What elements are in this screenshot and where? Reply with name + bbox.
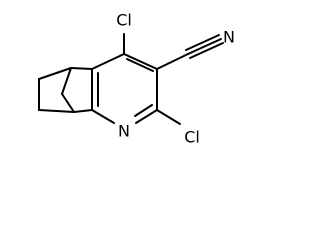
bicycle-bond-c5-c6 bbox=[38, 67, 72, 80]
bicycle-bond-c7-c8 bbox=[38, 109, 75, 113]
ring-bond-c2-n1-double bbox=[134, 104, 153, 117]
ring-bond-c4-c3-double bbox=[126, 58, 154, 72]
nitrile-triple-bond-3 bbox=[189, 42, 224, 59]
ring-bond-c2-n1 bbox=[135, 109, 158, 124]
chlorine-top-label: Cl bbox=[116, 11, 132, 30]
molecule-structure: Cl Cl N N bbox=[38, 11, 235, 147]
ring-bond-c4a-c4 bbox=[91, 53, 125, 70]
pyridine-nitrogen-label: N bbox=[118, 122, 130, 141]
substituent-bond-c3-cn bbox=[156, 53, 189, 70]
substituent-bond-c2-cl bbox=[156, 109, 181, 125]
chemical-structure-canvas: Cl Cl N N bbox=[38, 10, 235, 147]
ring-bond-n1-c8a bbox=[91, 109, 115, 124]
nitrile-triple-bond-2 bbox=[185, 34, 220, 51]
bicycle-bond-c8a-c8 bbox=[73, 109, 93, 113]
nitrile-nitrogen-label: N bbox=[223, 28, 235, 47]
nitrile-triple-bond-1 bbox=[187, 38, 222, 55]
bicycle-bond-c4a-c5 bbox=[70, 67, 93, 70]
chlorine-bottom-label: Cl bbox=[184, 128, 200, 147]
bicycle-bridge-bond-c5-c9 bbox=[61, 67, 72, 95]
bicycle-bridge-bond-c9-c8 bbox=[61, 93, 75, 113]
ring-bond-c4-c3 bbox=[123, 53, 158, 70]
